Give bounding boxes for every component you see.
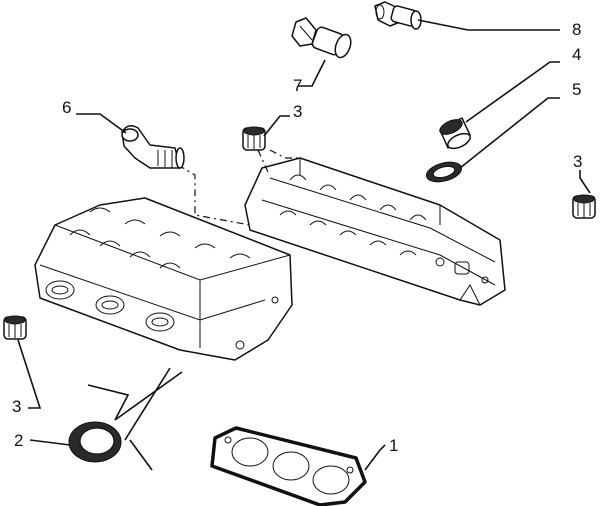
callout-3-upper: 3 [293, 102, 302, 121]
head-gasket-part-1 [210, 426, 367, 506]
leader-6 [76, 113, 127, 134]
union-fitting-part-8 [374, 1, 422, 30]
leader-3-upper [263, 115, 290, 137]
cylinder-head-rear [244, 157, 506, 306]
cap-part-4 [439, 117, 471, 150]
oil-seal-part-2 [68, 421, 122, 463]
union-fitting-part-7 [291, 17, 352, 59]
callout-3-left: 3 [12, 397, 21, 416]
callout-7: 7 [293, 76, 302, 95]
plug-part-3-left [3, 315, 27, 340]
callout-4: 4 [572, 45, 581, 64]
callout-1: 1 [389, 436, 398, 455]
leader-2 [29, 439, 71, 446]
leader-8 [417, 19, 560, 31]
plug-part-3-right [572, 194, 596, 219]
elbow-fitting-part-6 [121, 125, 185, 169]
leader-1 [364, 444, 386, 471]
callout-5: 5 [572, 80, 581, 99]
plug-part-3-upper [242, 126, 266, 151]
seal-ring-part-5 [425, 161, 463, 183]
leader-lines [17, 19, 591, 471]
leader-4 [465, 61, 560, 123]
callout-8: 8 [572, 20, 581, 39]
leader-7 [298, 59, 326, 87]
leader-5 [459, 97, 560, 169]
callout-6: 6 [62, 98, 71, 117]
leader-3-right [579, 170, 591, 194]
assembly-lines [87, 149, 300, 471]
callout-2: 2 [14, 431, 23, 450]
cylinder-head-front [34, 197, 293, 361]
leader-3-left [17, 339, 42, 409]
callout-3-right: 3 [573, 152, 582, 171]
